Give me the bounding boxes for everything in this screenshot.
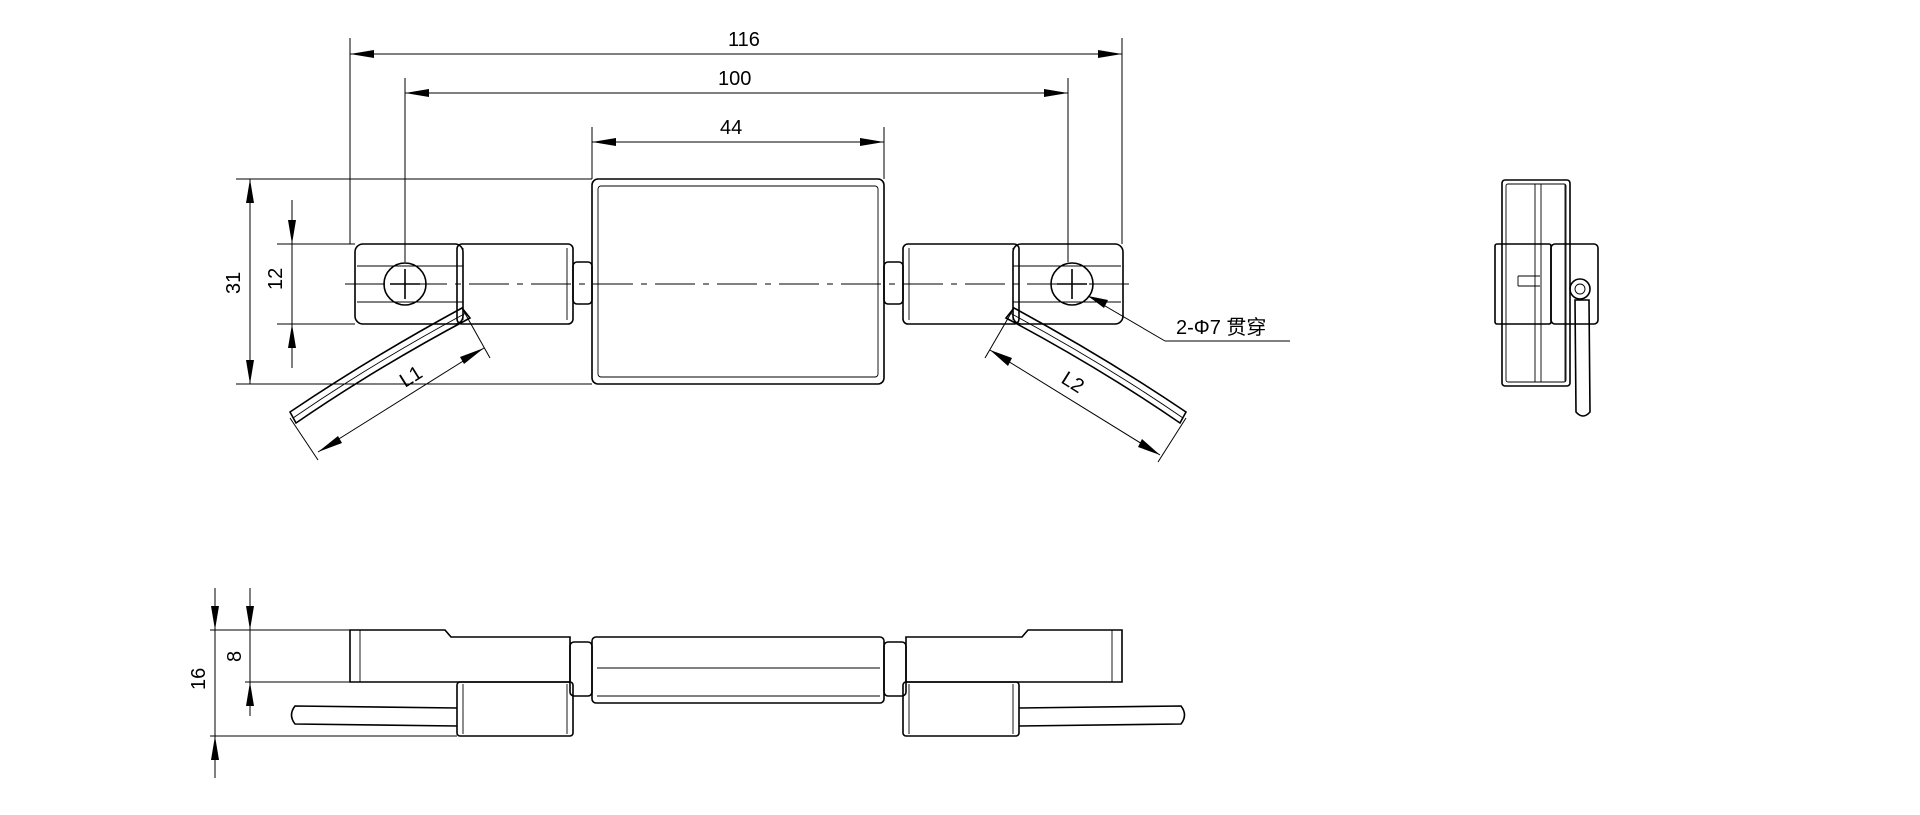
dim-label-l2: L2 <box>1057 368 1088 398</box>
dim-overall-width: 116 <box>349 29 1123 244</box>
main-body <box>591 178 885 385</box>
dim-label-31: 31 <box>223 272 245 294</box>
side-cable <box>1574 299 1591 417</box>
front-view <box>288 178 1188 425</box>
left-cable <box>288 306 472 425</box>
dim-label-12: 12 <box>265 268 287 290</box>
dim-label-44: 44 <box>720 117 742 139</box>
hole-note: 2-Φ7 贯穿 <box>1176 316 1266 339</box>
dim-label-100: 100 <box>718 68 751 90</box>
dim-hole-height: 12 <box>265 200 355 368</box>
hole-callout: 2-Φ7 贯穿 <box>1087 295 1290 342</box>
dim-label-l1: L1 <box>396 362 427 392</box>
side-screw-icon <box>1569 278 1591 300</box>
dim-cable-right: L2 <box>984 307 1187 463</box>
right-cable <box>1004 306 1188 425</box>
dim-label-16: 16 <box>188 668 210 690</box>
side-view <box>1494 179 1599 417</box>
dim-hole-spacing: 100 <box>404 68 1069 262</box>
screw-hole-icon <box>1050 262 1094 306</box>
dim-body-width: 44 <box>591 117 885 179</box>
dim-label-116: 116 <box>728 29 760 51</box>
screw-hole-icon <box>383 262 427 306</box>
dim-side-half: 8 <box>224 588 350 716</box>
dim-side-total: 16 <box>188 588 457 778</box>
dim-label-8: 8 <box>224 651 246 662</box>
bottom-view <box>290 629 1186 737</box>
dim-overall-height: 31 <box>223 178 592 385</box>
